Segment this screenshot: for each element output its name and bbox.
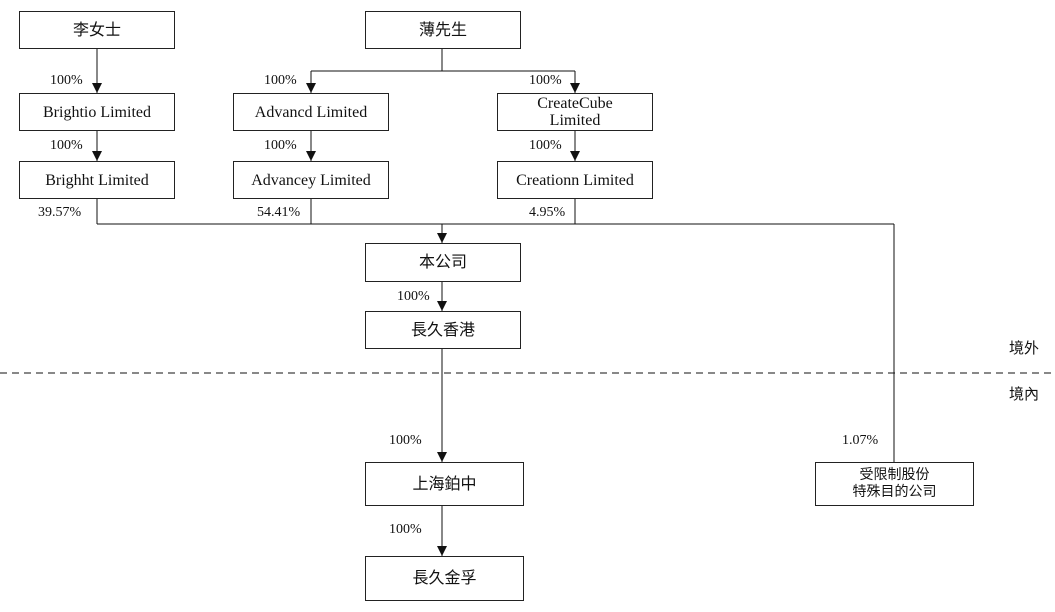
entity-label-line2: 特殊目的公司 [852,485,937,500]
entity-brighht: Brighht Limited [19,161,175,199]
pct-createcube-creationn: 100% [529,138,562,153]
pct-company-hk: 100% [397,289,430,304]
pct-brightio-brighht: 100% [50,138,83,153]
pct-creationn-company: 4.95% [529,205,566,220]
entity-company: 本公司 [365,243,521,282]
pct-li-brightio: 100% [50,73,83,88]
entity-brightio: Brightio Limited [19,93,175,131]
pct-advancd-advancey: 100% [264,138,297,153]
entity-label: 上海鉑中 [412,475,477,493]
pct-restricted-shanghai: 1.07% [842,433,879,448]
zone-offshore-label: 境外 [1009,341,1040,357]
zone-onshore-label: 境內 [1009,387,1040,403]
entity-label: Creationn Limited [516,171,634,189]
entity-label: 薄先生 [418,21,467,39]
entity-changjiu-jinfu: 長久金孚 [365,556,524,601]
pct-bo-advancd: 100% [264,73,297,88]
entity-createcube: CreateCube Limited [497,93,653,131]
entity-label: Advancd Limited [254,103,368,121]
pct-bo-createcube: 100% [529,73,562,88]
pct-advancey-company: 54.41% [257,205,301,220]
entity-advancey: Advancey Limited [233,161,389,199]
entity-shanghai-bozhong: 上海鉑中 [365,462,524,506]
entity-label: CreateCube Limited [537,95,613,129]
entity-advancd: Advancd Limited [233,93,389,131]
entity-label-line1: 受限制股份 [859,468,930,483]
entity-ms-li: 李女士 [19,11,175,49]
entity-label: 長久香港 [410,321,475,339]
entity-label: Brighht Limited [45,171,149,189]
entity-label: 長久金孚 [412,570,477,587]
pct-hk-shanghai: 100% [389,433,422,448]
entity-label: Brightio Limited [43,103,151,121]
pct-shanghai-jinfu: 100% [389,522,422,537]
entity-label: 李女士 [72,21,121,39]
entity-creationn: Creationn Limited [497,161,653,199]
pct-brighht-company: 39.57% [38,205,82,220]
entity-label: 本公司 [418,254,467,271]
entity-mr-bo: 薄先生 [365,11,521,49]
entity-restricted-spv: 受限制股份 特殊目的公司 [815,462,974,506]
entity-changjiu-hk: 長久香港 [365,311,521,349]
entity-label: Advancey Limited [251,171,371,189]
